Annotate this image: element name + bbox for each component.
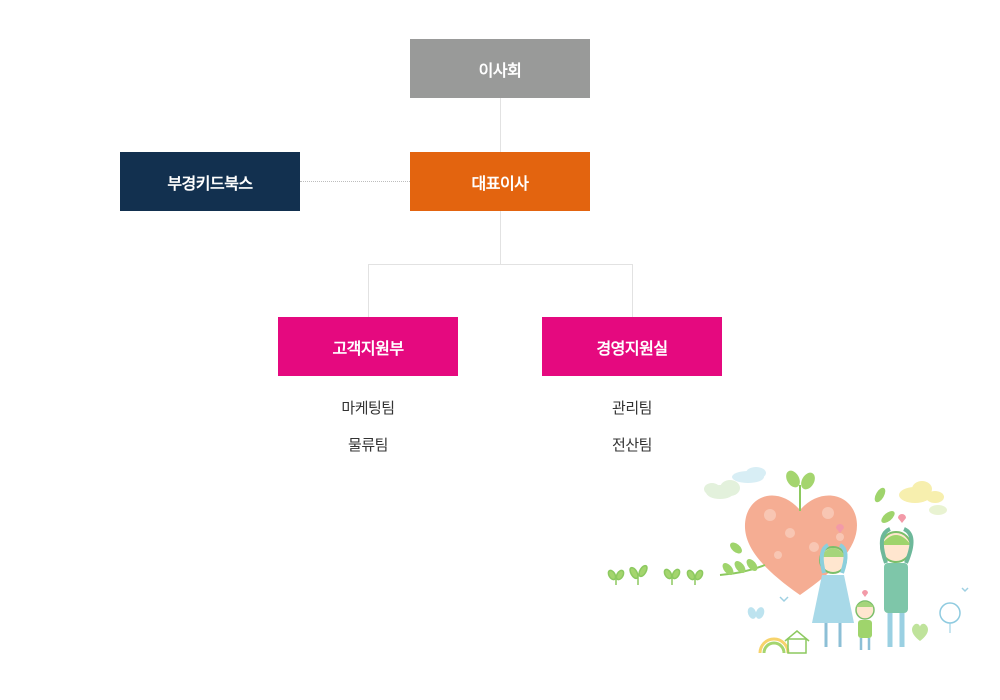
team-administration: 관리팀 xyxy=(612,399,652,417)
cloud-top xyxy=(732,467,766,483)
cloud-left xyxy=(704,480,740,499)
cloud-right xyxy=(899,481,944,503)
connector-ceo-affiliate xyxy=(300,181,410,182)
board-box: 이사회 xyxy=(410,39,590,98)
team-marketing: 마케팅팀 xyxy=(341,399,395,417)
customer-support-box: 고객지원부 xyxy=(278,317,458,376)
connector-to-customer-support xyxy=(368,264,369,317)
connector-horizontal xyxy=(368,264,633,265)
child-figure xyxy=(855,590,875,650)
mother-figure xyxy=(812,543,854,647)
family-heart-illustration xyxy=(607,467,969,654)
connector-to-management-support xyxy=(632,264,633,317)
connector-ceo-down xyxy=(500,211,501,264)
ceo-box: 대표이사 xyxy=(410,152,590,211)
affiliate-box: 부경키드북스 xyxy=(120,152,300,211)
connector-board-ceo xyxy=(500,98,501,152)
team-it: 전산팀 xyxy=(612,436,652,454)
management-support-box: 경영지원실 xyxy=(542,317,722,376)
father-figure xyxy=(879,527,914,647)
balloon xyxy=(939,602,961,624)
team-logistics: 물류팀 xyxy=(348,436,388,454)
